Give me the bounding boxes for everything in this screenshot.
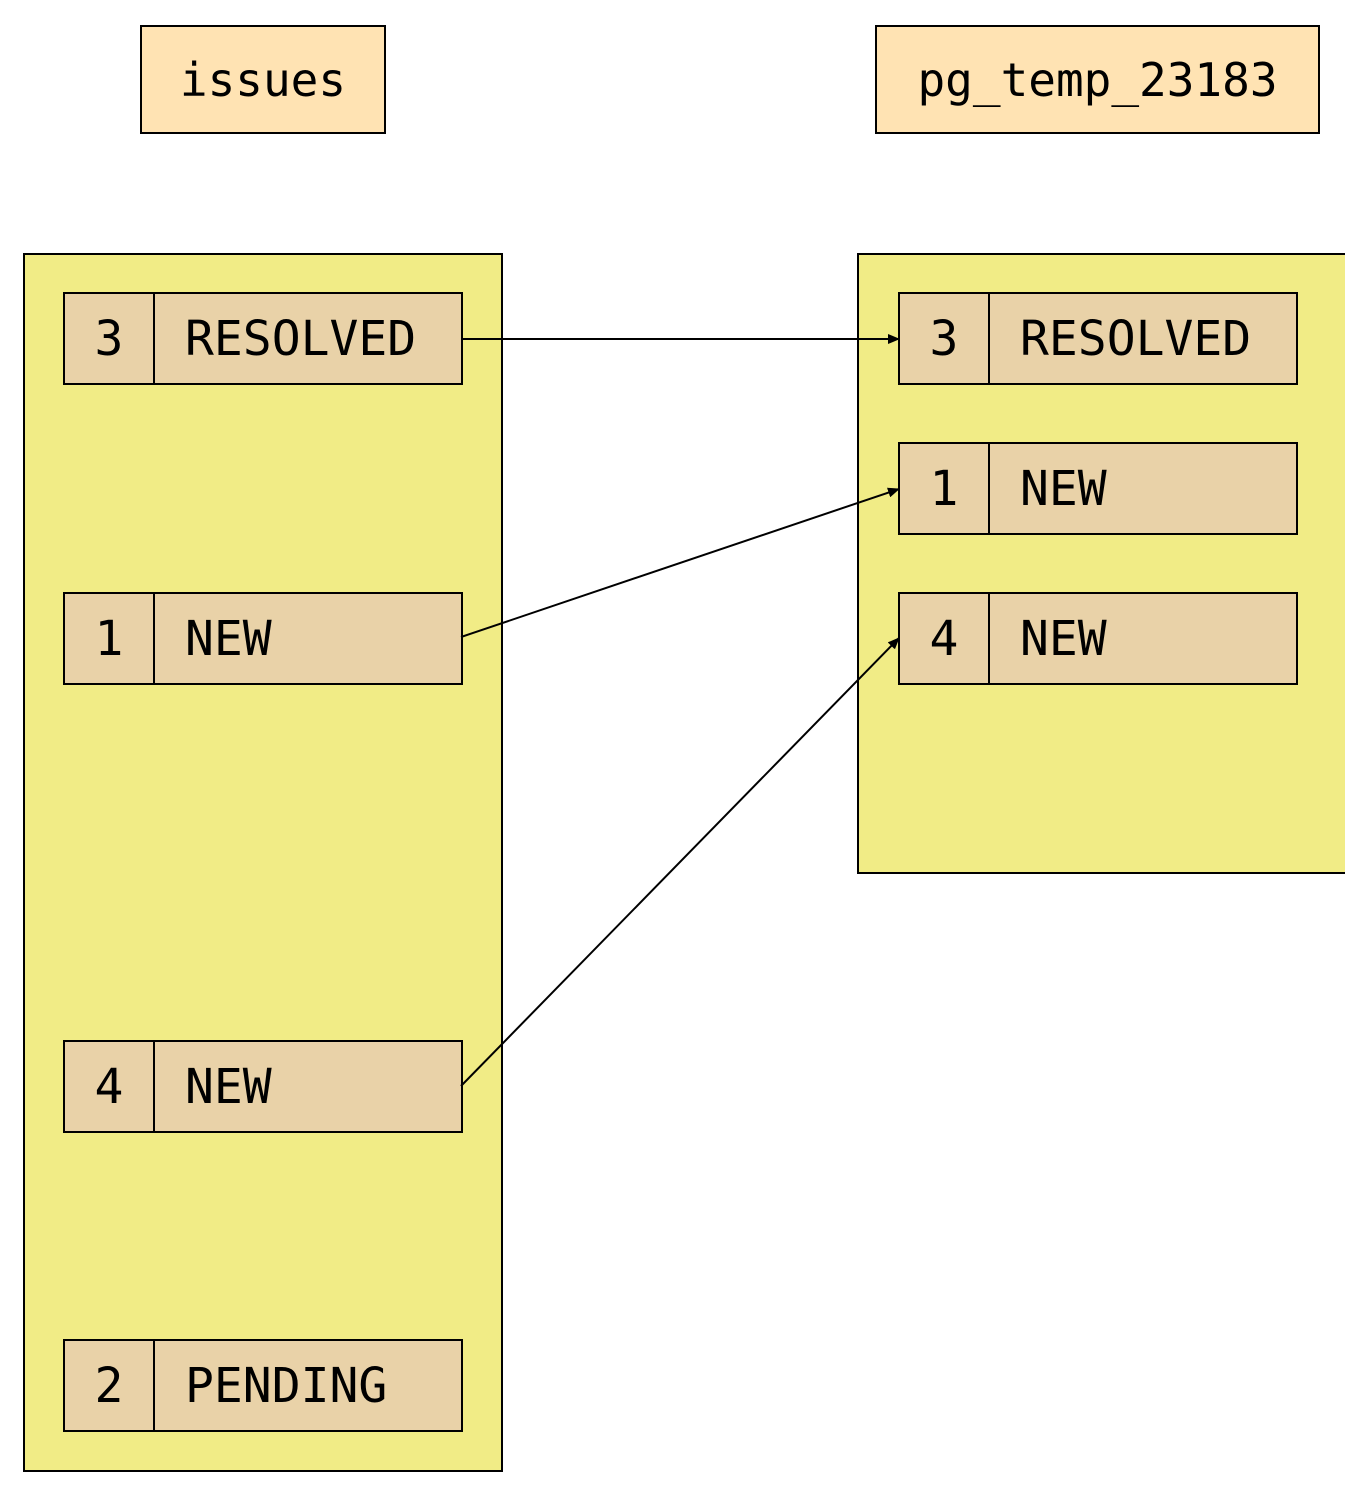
source-table-page: [23, 253, 503, 1472]
row-id: 1: [900, 444, 990, 533]
target-table-title: pg_temp_23183: [875, 25, 1320, 134]
source-table-title: issues: [140, 25, 386, 134]
target-row: 3 RESOLVED: [898, 292, 1298, 385]
row-id: 4: [65, 1042, 155, 1131]
target-row: 1 NEW: [898, 442, 1298, 535]
target-row: 4 NEW: [898, 592, 1298, 685]
source-row: 3 RESOLVED: [63, 292, 463, 385]
arrow-row-1: [460, 487, 900, 638]
row-status: NEW: [185, 610, 272, 667]
row-id: 2: [65, 1341, 155, 1430]
row-status: RESOLVED: [1020, 310, 1252, 367]
source-row: 2 PENDING: [63, 1339, 463, 1432]
row-id: 3: [65, 294, 155, 383]
row-status: NEW: [1020, 460, 1107, 517]
source-row: 4 NEW: [63, 1040, 463, 1133]
source-row: 1 NEW: [63, 592, 463, 685]
row-id: 4: [900, 594, 990, 683]
row-status: NEW: [185, 1058, 272, 1115]
arrow-row-4: [460, 637, 900, 1087]
row-status: RESOLVED: [185, 310, 417, 367]
source-table-name: issues: [179, 52, 347, 107]
row-status: NEW: [1020, 610, 1107, 667]
target-table-name: pg_temp_23183: [917, 52, 1278, 107]
row-status: PENDING: [185, 1357, 388, 1414]
row-id: 3: [900, 294, 990, 383]
row-id: 1: [65, 594, 155, 683]
